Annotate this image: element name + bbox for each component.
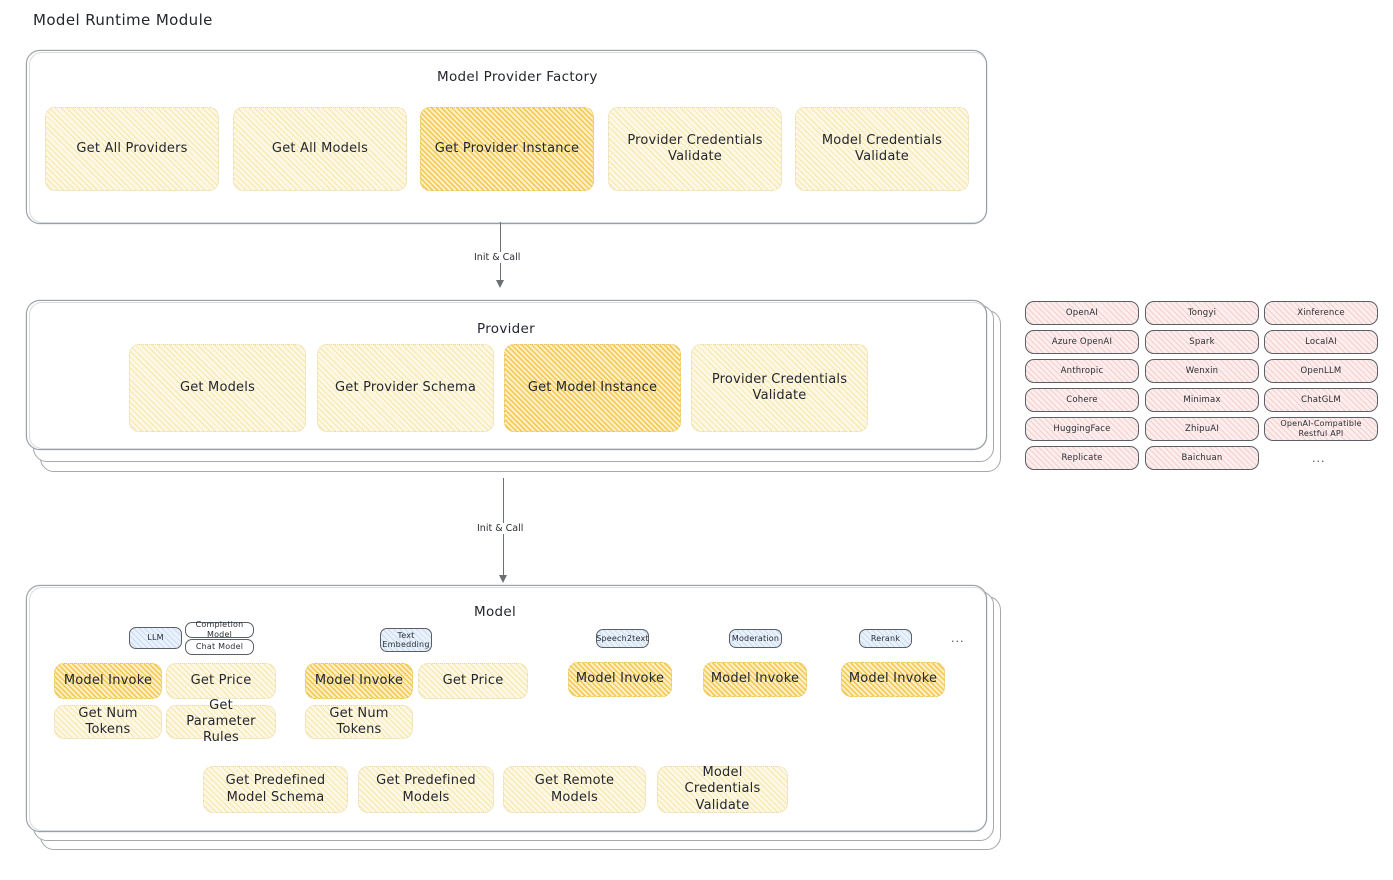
node-embedding-get-price[interactable]: Get Price	[418, 663, 528, 699]
provider-pill-minimax[interactable]: Minimax	[1145, 388, 1259, 412]
badge-llm[interactable]: LLM	[129, 627, 182, 649]
provider-pill-spark[interactable]: Spark	[1145, 330, 1259, 354]
provider-pill-wenxin[interactable]: Wenxin	[1145, 359, 1259, 383]
node-model-credentials-validate[interactable]: Model Credentials Validate	[795, 107, 969, 191]
badge-chat-model[interactable]: Chat Model	[185, 639, 254, 655]
model-types-more: ...	[951, 632, 965, 645]
node-get-models[interactable]: Get Models	[129, 344, 306, 432]
node-provider-credentials-validate[interactable]: Provider Credentials Validate	[608, 107, 782, 191]
provider-pill-openai[interactable]: OpenAI	[1025, 301, 1139, 325]
node-get-remote-models[interactable]: Get Remote Models	[503, 766, 646, 813]
provider-pill-azure-openai[interactable]: Azure OpenAI	[1025, 330, 1139, 354]
provider-pill-zhipuai[interactable]: ZhipuAI	[1145, 417, 1259, 441]
provider-pill-openllm[interactable]: OpenLLM	[1264, 359, 1378, 383]
provider-pill-huggingface[interactable]: HuggingFace	[1025, 417, 1139, 441]
node-get-all-providers[interactable]: Get All Providers	[45, 107, 219, 191]
node-llm-get-price[interactable]: Get Price	[166, 663, 276, 699]
provider-pill-xinference[interactable]: Xinference	[1264, 301, 1378, 325]
badge-text-embedding[interactable]: Text Embedding	[380, 628, 432, 652]
provider-pill-replicate[interactable]: Replicate	[1025, 446, 1139, 470]
provider-pill-openai-compatible-restful-api[interactable]: OpenAI-Compatible Restful API	[1264, 417, 1378, 441]
model-provider-factory-title: Model Provider Factory	[437, 69, 598, 85]
model-title: Model	[474, 604, 517, 620]
node-get-all-models[interactable]: Get All Models	[233, 107, 407, 191]
provider-pill-cohere[interactable]: Cohere	[1025, 388, 1139, 412]
node-llm-get-parameter-rules[interactable]: Get Parameter Rules	[166, 698, 276, 745]
provider-list-more: ...	[1312, 452, 1326, 465]
provider-pill-localai[interactable]: LocalAI	[1264, 330, 1378, 354]
node-get-provider-schema[interactable]: Get Provider Schema	[317, 344, 494, 432]
badge-rerank[interactable]: Rerank	[859, 629, 912, 648]
badge-moderation[interactable]: Moderation	[729, 629, 782, 648]
node-llm-get-num-tokens[interactable]: Get Num Tokens	[54, 705, 162, 739]
node-provider-credentials-validate-2[interactable]: Provider Credentials Validate	[691, 344, 868, 432]
node-get-predefined-model-schema[interactable]: Get Predefined Model Schema	[203, 766, 348, 813]
node-speech2text-model-invoke[interactable]: Model Invoke	[568, 662, 672, 697]
node-embedding-model-invoke[interactable]: Model Invoke	[305, 663, 413, 699]
node-rerank-model-invoke[interactable]: Model Invoke	[841, 662, 945, 697]
node-llm-model-invoke[interactable]: Model Invoke	[54, 663, 162, 699]
arrow-head-provider-to-model	[499, 575, 507, 583]
provider-pill-tongyi[interactable]: Tongyi	[1145, 301, 1259, 325]
provider-pill-baichuan[interactable]: Baichuan	[1145, 446, 1259, 470]
node-moderation-model-invoke[interactable]: Model Invoke	[703, 662, 807, 697]
node-model-credentials-validate-2[interactable]: Model Credentials Validate	[657, 765, 788, 813]
node-get-model-instance[interactable]: Get Model Instance	[504, 344, 681, 432]
arrow-label-init-call-2: Init & Call	[473, 523, 528, 534]
provider-title: Provider	[477, 321, 535, 337]
page-title: Model Runtime Module	[33, 11, 213, 29]
provider-pill-chatglm[interactable]: ChatGLM	[1264, 388, 1378, 412]
node-get-predefined-models[interactable]: Get Predefined Models	[358, 766, 494, 813]
badge-completion-model[interactable]: Completion Model	[185, 620, 254, 639]
badge-speech2text[interactable]: Speech2text	[596, 629, 649, 648]
provider-pill-anthropic[interactable]: Anthropic	[1025, 359, 1139, 383]
arrow-head-factory-to-provider	[496, 280, 504, 288]
arrow-label-init-call-1: Init & Call	[470, 252, 525, 263]
node-embedding-get-num-tokens[interactable]: Get Num Tokens	[305, 705, 413, 739]
node-get-provider-instance[interactable]: Get Provider Instance	[420, 107, 594, 191]
